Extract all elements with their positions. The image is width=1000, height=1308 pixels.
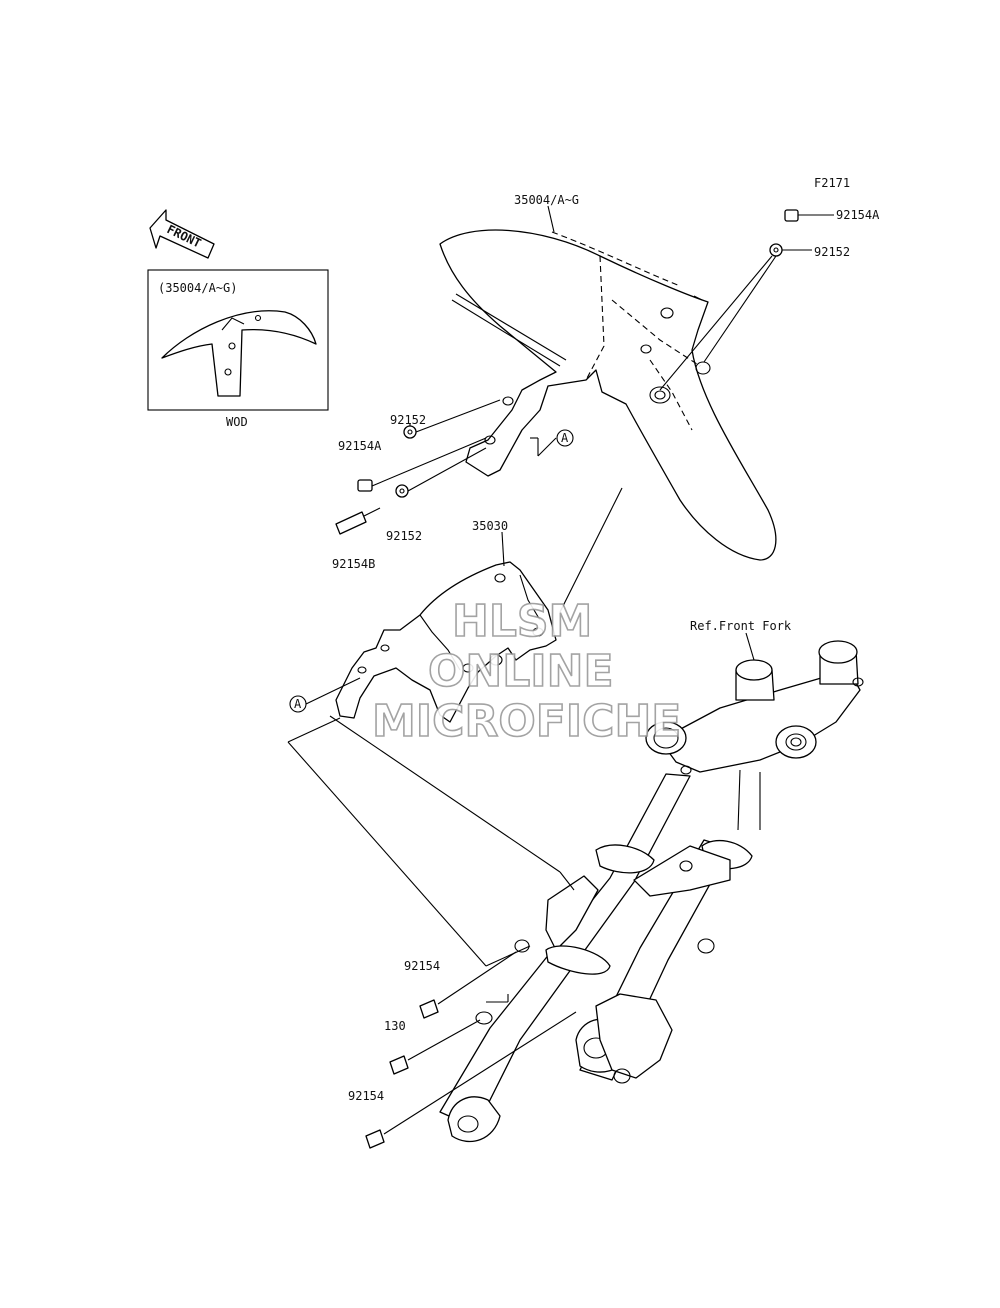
bolt-92154A-left-icon	[357, 479, 373, 492]
bolt-92154B-icon	[335, 511, 367, 535]
label-washer-92152-top: 92152	[814, 245, 850, 259]
label-front-fork-ref: Ref.Front Fork	[690, 619, 792, 633]
inset-box: (35004/A~G) WOD	[147, 269, 329, 429]
watermark-line2: ONLINE	[428, 646, 614, 697]
bolt-92154-lower-icon	[365, 1129, 385, 1149]
bolt-92154-upper-icon	[419, 999, 439, 1019]
label-washer-92152-left-upper: 92152	[390, 413, 426, 427]
washer-92152-top-icon	[769, 243, 783, 257]
front-fork	[439, 640, 864, 1143]
bolt-130-icon	[389, 1055, 409, 1075]
inset-fender-icon	[161, 310, 317, 397]
inner-fender	[335, 561, 557, 723]
front-arrow-icon: FRONT	[149, 209, 215, 259]
label-fender: 35004/A~G	[514, 193, 579, 207]
washer-92152-left-lower-icon	[395, 484, 409, 498]
svg-text:A: A	[294, 697, 302, 711]
marker-a-lower: A	[289, 695, 307, 713]
inset-title: (35004/A~G)	[158, 281, 237, 295]
label-bolt-92154-upper: 92154	[404, 959, 440, 973]
watermark-line1: HLSM	[452, 596, 592, 647]
front-fender	[439, 229, 777, 561]
marker-a-upper: A	[556, 429, 574, 447]
leader-lines	[287, 205, 834, 1135]
label-inner-fender: 35030	[472, 519, 508, 533]
svg-text:A: A	[561, 431, 569, 445]
bolt-92154A-top-icon	[784, 209, 799, 222]
fasteners	[335, 209, 799, 1149]
label-bolt-130: 130	[384, 1019, 406, 1033]
label-bolt-92154A-left: 92154A	[338, 439, 382, 453]
diagram-id: F2171	[814, 176, 850, 190]
label-washer-92152-left-lower: 92152	[386, 529, 422, 543]
watermark-line3: MICROFICHE	[372, 696, 681, 747]
label-bolt-92154A-top: 92154A	[836, 208, 880, 222]
label-bolt-92154B: 92154B	[332, 557, 375, 571]
label-bolt-92154-lower: 92154	[348, 1089, 384, 1103]
washer-92152-left-upper-icon	[403, 425, 417, 439]
inset-caption: WOD	[226, 415, 248, 429]
watermark: HLSM ONLINE MICROFICHE	[371, 595, 682, 748]
